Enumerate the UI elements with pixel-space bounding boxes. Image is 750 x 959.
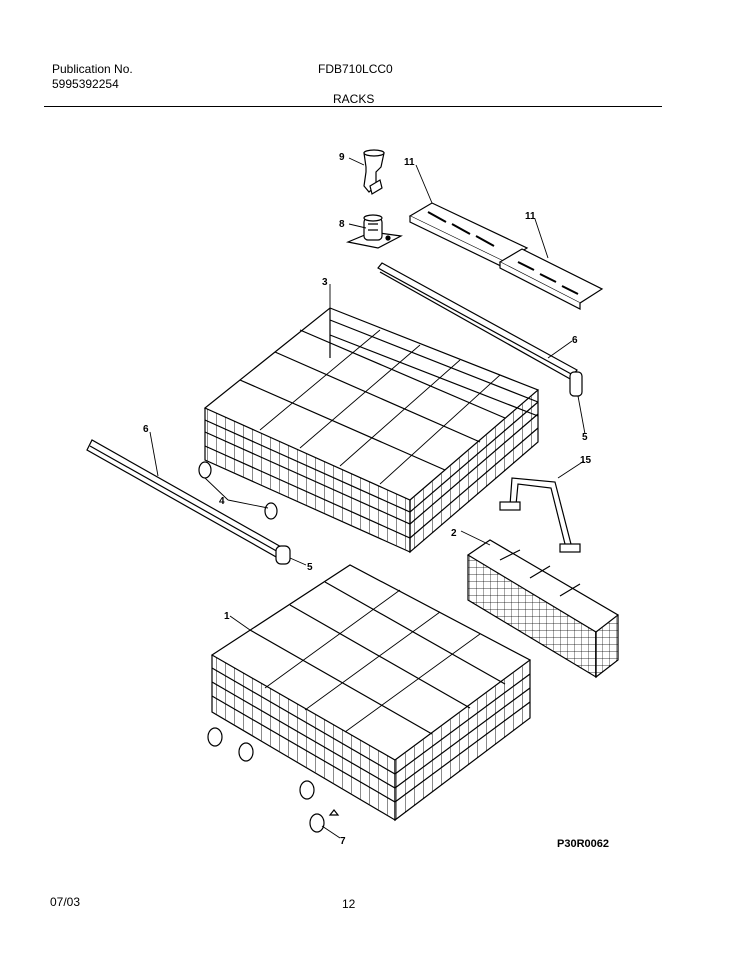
callout-7: 7 xyxy=(340,836,346,847)
callout-5-top: 5 xyxy=(582,432,588,443)
part-11-insert-b xyxy=(498,248,604,310)
footer-date: 07/03 xyxy=(50,895,81,909)
part-3-upper-rack xyxy=(203,307,540,554)
diagram-code: P30R0062 xyxy=(557,838,609,850)
section-title: RACKS xyxy=(333,92,375,106)
callout-6-top: 6 xyxy=(572,335,578,346)
callout-3: 3 xyxy=(322,277,328,288)
callout-11-a: 11 xyxy=(404,157,415,168)
callout-9: 9 xyxy=(339,152,345,163)
part-6-rail-top xyxy=(377,262,578,381)
callout-15: 15 xyxy=(580,455,592,466)
callout-11-b: 11 xyxy=(525,211,536,222)
page-number: 12 xyxy=(342,897,356,911)
part-8-bracket xyxy=(345,214,403,249)
publication-label: Publication No. xyxy=(52,62,133,76)
callout-2: 2 xyxy=(451,528,457,539)
callout-1: 1 xyxy=(224,611,230,622)
model-number: FDB710LCC0 xyxy=(318,62,393,76)
callout-6-lower: 6 xyxy=(143,424,149,435)
part-2-basket xyxy=(466,539,620,679)
publication-number: 5995392254 xyxy=(52,77,119,91)
part-5-cap-top xyxy=(569,371,583,397)
part-7-wheels xyxy=(207,727,340,833)
part-15-handle xyxy=(499,477,581,553)
part-5-cap-lower xyxy=(275,545,291,565)
callout-4: 4 xyxy=(219,496,225,507)
callout-5-lower: 5 xyxy=(307,562,313,573)
header-rule xyxy=(44,106,662,107)
part-9-cup xyxy=(363,149,385,195)
leader-lines xyxy=(149,157,586,839)
callout-8: 8 xyxy=(339,219,345,230)
part-1-lower-rack xyxy=(210,564,532,822)
